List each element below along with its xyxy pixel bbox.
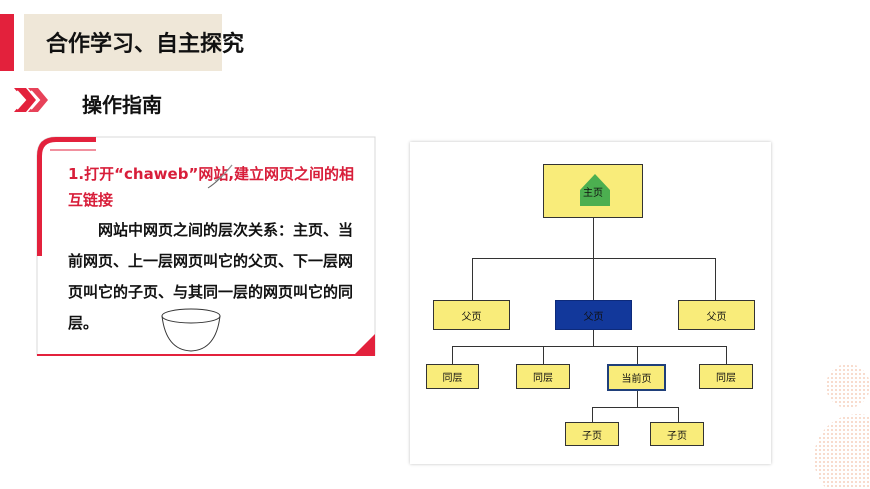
title-background	[24, 14, 222, 71]
parent-node-current: 父页	[555, 300, 632, 330]
root-label: 主页	[583, 187, 603, 199]
chevron-right-icon	[14, 88, 48, 112]
connector-sibling-bus	[452, 346, 726, 347]
decorative-circles	[814, 364, 870, 489]
connector-parent-3	[715, 258, 716, 300]
connector-parent-1	[472, 258, 473, 300]
home-triangle-icon	[580, 174, 610, 206]
parent-node: 父页	[433, 300, 510, 330]
sibling-node: 同层	[516, 364, 570, 389]
parent-node: 父页	[678, 300, 755, 330]
text-card-frame	[36, 136, 376, 356]
child-node: 子页	[565, 422, 619, 446]
accent-bar	[0, 14, 14, 71]
connector-sibling-3	[637, 346, 638, 364]
connector-child-1	[592, 407, 593, 422]
text-card-content: 1.打开“chaweb”网站,建立网页之间的相互链接 网站中网页之间的层次关系：…	[68, 161, 358, 339]
child-node: 子页	[650, 422, 704, 446]
connector-root-down	[593, 218, 594, 258]
connector-sibling-1	[452, 346, 453, 364]
page-title: 合作学习、自主探究	[46, 32, 245, 57]
connector-sibling-down	[593, 330, 594, 346]
section-subtitle: 操作指南	[82, 93, 162, 117]
root-node: 主页	[543, 164, 643, 218]
sibling-node: 同层	[699, 364, 753, 389]
card-body: 网站中网页之间的层次关系：主页、当前网页、上一层网页叫它的父页、下一层网页叫它的…	[68, 221, 354, 332]
current-page-node: 当前页	[607, 364, 666, 391]
hierarchy-diagram: 主页 父页 父页 父页 同层 同层 当前页 同层 子页 子页	[410, 142, 771, 464]
card-heading: 1.打开“chaweb”网站,建立网页之间的相互链接	[68, 165, 355, 209]
quill-sketch-icon	[207, 164, 233, 189]
connector-sibling-2	[543, 346, 544, 364]
bowl-sketch-icon	[161, 308, 221, 352]
connector-child-down	[637, 391, 638, 407]
connector-child-bus	[592, 407, 678, 408]
connector-sibling-4	[726, 346, 727, 364]
connector-child-2	[678, 407, 679, 422]
connector-parent-2	[593, 258, 594, 300]
sibling-node: 同层	[426, 364, 479, 389]
